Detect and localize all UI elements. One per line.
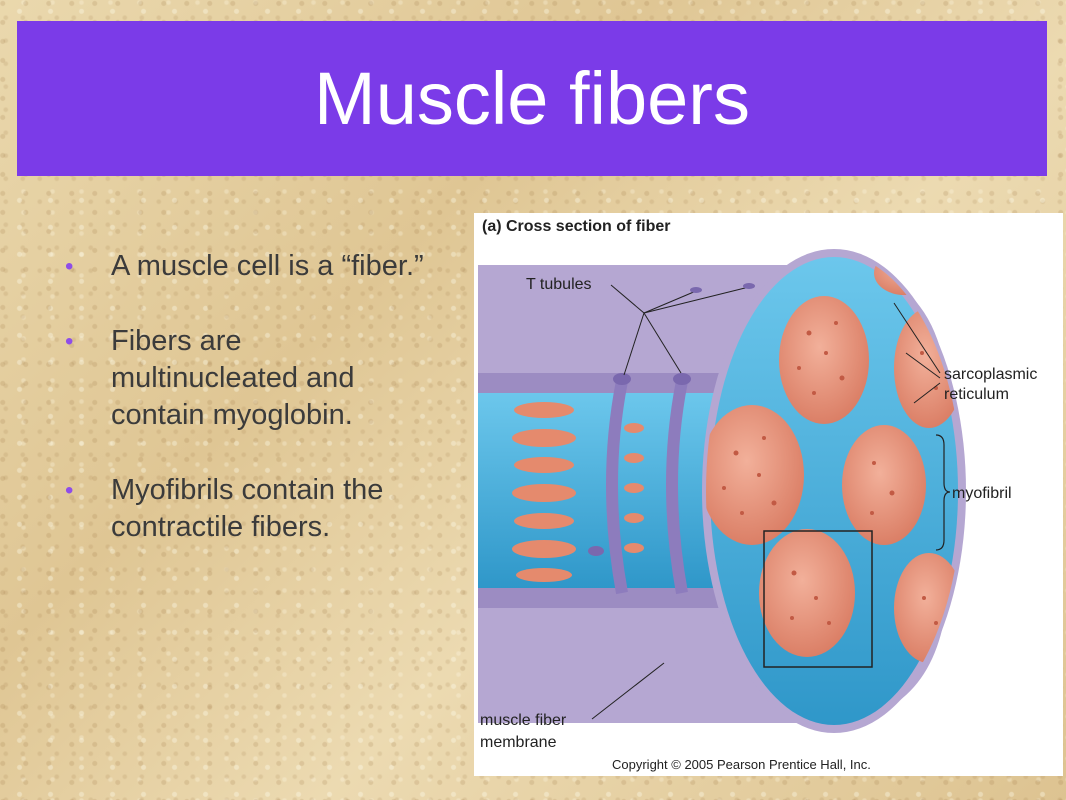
bullet-text: Myofibrils contain the contractile fiber… bbox=[111, 474, 384, 543]
membrane-leader bbox=[591, 662, 665, 720]
bullet-text: A muscle cell is a “fiber.” bbox=[111, 250, 424, 282]
bullet-list: • A muscle cell is a “fiber.” • Fibers are… bbox=[65, 248, 435, 584]
label-reticulum: reticulum bbox=[944, 386, 1009, 403]
myofibril-section bbox=[779, 296, 869, 424]
myofibril-pores bbox=[722, 321, 938, 625]
bullet-item: • Myofibrils contain the contractile fibe… bbox=[65, 472, 435, 546]
slide-title: Muscle fibers bbox=[314, 57, 750, 140]
highlight-box bbox=[763, 530, 873, 668]
lateral-myofibrils bbox=[512, 402, 644, 582]
label-sarcoplasmic: sarcoplasmic bbox=[944, 366, 1037, 383]
figure-copyright: Copyright © 2005 Pearson Prentice Hall, … bbox=[612, 757, 871, 772]
label-membrane-2: membrane bbox=[480, 734, 557, 751]
t-tubules-leaders bbox=[610, 284, 750, 376]
bullet-dot-icon: • bbox=[65, 477, 74, 504]
membrane-top-fold bbox=[478, 373, 734, 393]
t-tubule-rings bbox=[588, 373, 691, 595]
figure-heading: (a) Cross section of fiber bbox=[482, 218, 670, 235]
title-bar: Muscle fibers bbox=[17, 21, 1047, 176]
bullet-item: • A muscle cell is a “fiber.” bbox=[65, 248, 435, 285]
membrane-bottom-fold bbox=[478, 588, 724, 608]
myofibril-section bbox=[842, 425, 926, 545]
bullet-dot-icon: • bbox=[65, 253, 74, 280]
label-t-tubules: T tubules bbox=[526, 276, 592, 293]
reticulum-leaders bbox=[893, 302, 941, 404]
bullet-text: Fibers are multinucleated and contain my… bbox=[111, 325, 355, 431]
label-membrane-1: muscle fiber bbox=[480, 712, 567, 729]
bullet-dot-icon: • bbox=[65, 328, 74, 355]
muscle-fiber-diagram: (a) Cross section of fiber bbox=[474, 213, 1063, 776]
myofibril-section bbox=[759, 529, 855, 657]
bullet-item: • Fibers are multinucleated and contain m… bbox=[65, 323, 435, 434]
myofibril-section bbox=[706, 405, 804, 545]
myofibril-section bbox=[894, 553, 962, 663]
label-myofibril: myofibril bbox=[952, 485, 1012, 502]
myofibril-brace bbox=[935, 434, 951, 551]
